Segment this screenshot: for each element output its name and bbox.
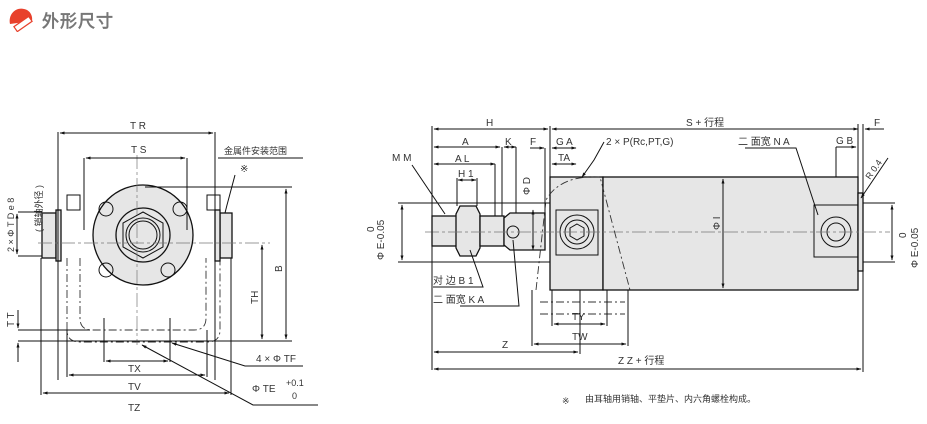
dim-TT: T T bbox=[6, 312, 17, 327]
dim-I: Φ I bbox=[712, 216, 723, 230]
dim-TD: 2 × Φ T D e 8 bbox=[6, 198, 16, 252]
hex-nut bbox=[122, 211, 164, 259]
dim-TX: TX bbox=[128, 364, 141, 375]
dim-AL: A L bbox=[455, 154, 470, 165]
dim-TS: T S bbox=[131, 145, 147, 156]
label-port: 2 × P(Rc,PT,G) bbox=[606, 137, 674, 148]
label-NA: 二 面宽 N A bbox=[738, 135, 790, 148]
dim-E-left-upper: 0 bbox=[366, 226, 377, 232]
section-header: 外形尺寸 bbox=[8, 6, 114, 32]
dim-H1: H 1 bbox=[458, 169, 474, 180]
dim-TE-lower: 0 bbox=[292, 391, 297, 401]
dim-E-right-upper: 0 bbox=[898, 232, 909, 238]
dim-TA: TA bbox=[558, 153, 570, 164]
end-view: T R T S 金属件安装范围 ※ B TH 2 × Φ T D e 8 ( 销… bbox=[6, 121, 318, 414]
logo-icon bbox=[9, 8, 33, 32]
dim-E-left: Φ E-0.05 bbox=[376, 219, 387, 260]
dim-TY: TY bbox=[572, 312, 585, 323]
dim-R: R 0.4 bbox=[863, 158, 884, 181]
dim-D: Φ D bbox=[522, 177, 533, 195]
dim-E-right: Φ E-0.05 bbox=[910, 227, 921, 268]
label-MM: M M bbox=[392, 153, 411, 164]
dim-B: B bbox=[274, 265, 285, 272]
bracket-outline bbox=[79, 258, 207, 331]
footnote-text: 由耳轴用销轴、平垫片、内六角螺栓构成。 bbox=[585, 393, 756, 404]
dim-H: H bbox=[486, 118, 493, 129]
dim-TR: T R bbox=[130, 121, 146, 132]
head-cover bbox=[549, 176, 604, 291]
label-B1: 对 边 B 1 bbox=[433, 274, 474, 287]
dim-GA: G A bbox=[556, 137, 573, 148]
dim-A: A bbox=[462, 137, 469, 148]
dim-GB: G B bbox=[836, 136, 854, 147]
trunnion-pin-right bbox=[219, 212, 233, 259]
dim-ZZ-stroke: Z Z + 行程 bbox=[618, 354, 664, 367]
label-KA: 二 面宽 K A bbox=[433, 293, 484, 306]
cylinder-body bbox=[602, 176, 859, 291]
rod-nut bbox=[455, 205, 481, 257]
dim-K: K bbox=[505, 137, 512, 148]
dim-TE-upper: +0.1 bbox=[286, 378, 304, 388]
dim-TV: TV bbox=[128, 382, 141, 393]
dim-Z: Z bbox=[502, 340, 508, 351]
note-mark: ※ bbox=[240, 164, 248, 175]
dim-F-right: F bbox=[874, 118, 880, 129]
dim-S-stroke: S + 行程 bbox=[686, 116, 724, 129]
dim-TF: 4 × Φ TF bbox=[256, 354, 296, 365]
dim-TE: Φ TE bbox=[252, 384, 276, 395]
label-mount-range: 金属件安装范围 bbox=[224, 145, 287, 156]
dim-TH: TH bbox=[250, 291, 261, 304]
section-title: 外形尺寸 bbox=[42, 11, 114, 32]
dim-TZ: TZ bbox=[128, 403, 140, 414]
side-view: Φ E-0.05 0 H A K F G A TA A L H 1 M M 2 … bbox=[366, 116, 921, 372]
label-pin-diameter: ( 销轴外径 ) bbox=[33, 185, 44, 232]
dim-F: F bbox=[530, 137, 536, 148]
bolt-holes bbox=[98, 201, 188, 278]
footnote-mark: ※ bbox=[562, 396, 570, 406]
trunnion-pin-left bbox=[41, 212, 57, 259]
